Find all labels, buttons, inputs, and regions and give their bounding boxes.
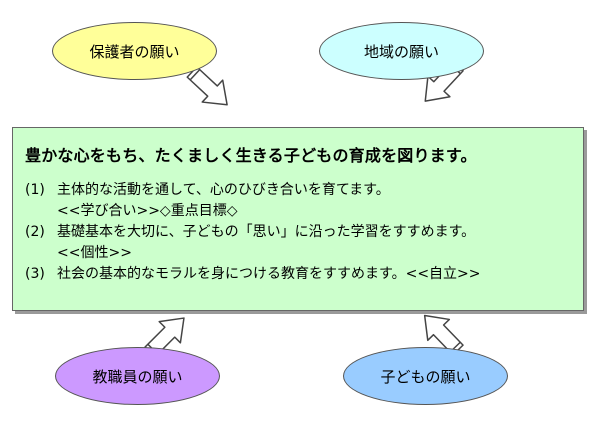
goal-item-text: 主体的な活動を通して、心のひびき合いを育てます。 [57, 182, 390, 198]
goal-item-1: (1) 主体的な活動を通して、心のひびき合いを育てます。 [25, 180, 573, 201]
children-wish-ellipse: 子どもの願い [343, 347, 508, 405]
guardians-wish-ellipse: 保護者の願い [52, 22, 217, 80]
arrow-guardians-to-goal [186, 66, 228, 106]
community-wish-ellipse: 地域の願い [319, 22, 484, 80]
goal-title: 豊かな心をもち、たくましく生きる子どもの育成を図ります。 [25, 146, 477, 165]
goal-item-1-tag: <<学び合い>>◇重点目標◇ [57, 203, 238, 219]
goal-item-text: 基礎基本を大切に、子どもの「思い」に沿った学習をすすめます。 [57, 224, 476, 240]
staff-wish-label: 教職員の願い [92, 367, 183, 386]
goal-item-2-tag: <<個性>> [57, 245, 132, 261]
goal-item-number: (3) [25, 266, 45, 282]
guardians-wish-label: 保護者の願い [89, 42, 180, 61]
children-wish-label: 子どもの願い [380, 367, 471, 386]
school-goal-box: 豊かな心をもち、たくましく生きる子どもの育成を図ります。 (1) 主体的な活動を通… [12, 127, 584, 311]
staff-wish-ellipse: 教職員の願い [55, 347, 220, 405]
goal-item-2: (2) 基礎基本を大切に、子どもの「思い」に沿った学習をすすめます。 [25, 222, 573, 243]
goal-item-text: 社会の基本的なモラルを身につける教育をすすめます。<<自立>> [57, 266, 481, 282]
goal-item-3: (3) 社会の基本的なモラルを身につける教育をすすめます。<<自立>> [25, 264, 573, 285]
goal-item-number: (2) [25, 224, 45, 240]
community-wish-label: 地域の願い [363, 42, 439, 61]
goal-item-number: (1) [25, 182, 45, 198]
arrow-tail-line [189, 69, 201, 81]
